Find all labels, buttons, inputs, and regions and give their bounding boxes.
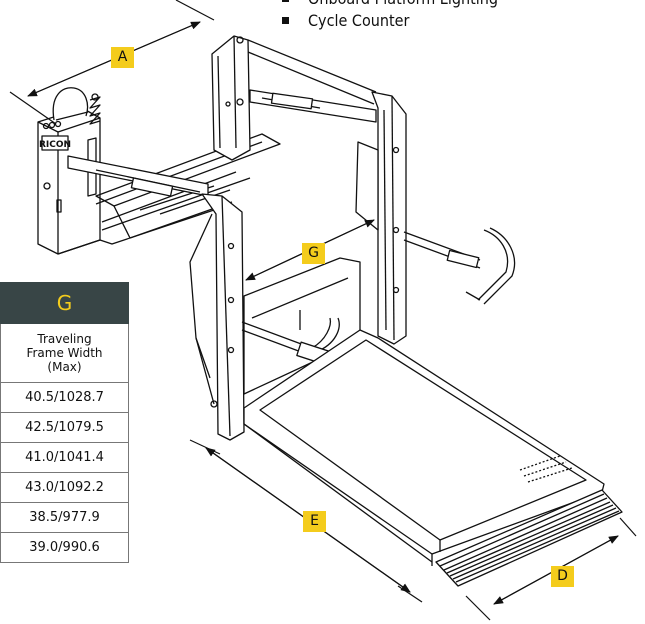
bullet-icon <box>282 0 289 2</box>
feature-list: Onboard Platform Lighting Cycle Counter <box>282 0 498 32</box>
platform-backplate <box>243 257 361 395</box>
control-box <box>37 87 101 255</box>
dimension-d-label: D <box>551 566 574 587</box>
feature-text: Cycle Counter <box>308 11 410 30</box>
platform <box>243 329 605 566</box>
table-row: 39.0/990.6 <box>0 532 129 563</box>
roll-stop-ramp <box>435 489 623 587</box>
table-header: G <box>0 282 129 324</box>
feature-item: Onboard Platform Lighting <box>282 0 498 10</box>
table-row: 41.0/1041.4 <box>0 442 129 473</box>
feature-item: Cycle Counter <box>282 10 498 32</box>
rear-upright <box>211 35 377 161</box>
table-row: 42.5/1079.5 <box>0 412 129 443</box>
front-left-upright <box>189 193 245 441</box>
table-row: 38.5/977.9 <box>0 502 129 533</box>
frame-width-table: G Traveling Frame Width (Max) 40.5/1028.… <box>0 282 129 563</box>
feature-text: Onboard Platform Lighting <box>308 0 498 8</box>
table-row: 43.0/1092.2 <box>0 472 129 503</box>
dimension-a-label: A <box>111 47 134 68</box>
control-box-logo: RICON <box>39 140 71 150</box>
right-upright <box>355 91 407 345</box>
upper-cross-arms <box>67 89 377 197</box>
bullet-icon <box>282 17 289 24</box>
dimension-g-label: G <box>302 243 325 264</box>
table-row: 40.5/1028.7 <box>0 382 129 413</box>
table-description: Traveling Frame Width (Max) <box>0 323 129 383</box>
dimension-e-label: E <box>303 511 326 532</box>
